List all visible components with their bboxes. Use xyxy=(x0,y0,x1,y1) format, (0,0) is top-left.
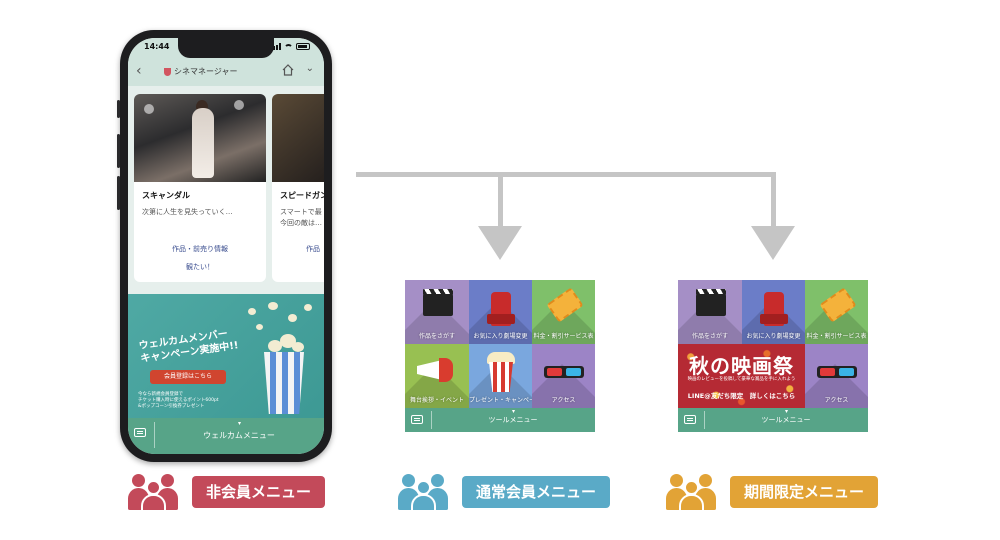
caret-down-icon: ▾ xyxy=(785,408,789,415)
keyboard-icon[interactable] xyxy=(134,428,146,437)
movie-poster-image xyxy=(134,94,266,182)
popcorn-icon xyxy=(264,352,304,414)
connector-horizontal xyxy=(356,172,776,177)
non-member-menu-label: 非会員メニュー xyxy=(192,476,326,508)
chevron-down-icon[interactable]: ⌄ xyxy=(305,63,314,74)
autumn-leaves-decoration xyxy=(678,344,805,408)
wifi-icon xyxy=(284,43,293,50)
users-group-icon xyxy=(128,472,180,512)
movie-description: 次第に人生を見失っていく… xyxy=(142,208,233,216)
home-icon[interactable] xyxy=(282,64,294,76)
movie-title: スピードガン xyxy=(280,191,324,200)
register-button[interactable]: 会員登録はこちら xyxy=(150,370,226,384)
menu-cell-pricing[interactable]: 料金・割引サービス表 xyxy=(805,280,868,344)
movie-card[interactable]: スキャンダル 次第に人生を見失っていく… 作品・前売り情報 観たい！ xyxy=(134,94,266,282)
autumn-film-festival-banner[interactable]: 秋の映画祭 映画のレビューを投稿して豪華な賞品を手に入れよう LINE@友だち限… xyxy=(678,344,805,408)
arrow-down-icon xyxy=(751,226,795,260)
festival-title: 秋の映画祭 xyxy=(689,354,794,378)
keyboard-icon[interactable] xyxy=(411,415,423,424)
cell-label: プレゼント・キャンペーン xyxy=(469,397,532,404)
phone-side-button xyxy=(117,100,120,118)
megaphone-icon xyxy=(417,360,443,380)
cell-label: 舞台挨拶・イベント xyxy=(409,397,464,404)
movie-carousel: スキャンダル 次第に人生を見失っていく… 作品・前売り情報 観たい！ スピードガ… xyxy=(134,94,324,284)
rich-menu-bar[interactable]: ▾ ウェルカムメニュー xyxy=(128,418,324,454)
back-chevron-icon[interactable]: ‹ xyxy=(136,63,142,79)
chat-title-text: シネマネージャー xyxy=(174,67,238,76)
chat-title: シネマネージャー xyxy=(164,66,237,77)
phone-notch xyxy=(178,38,274,58)
festival-subtitle: 映画のレビューを投稿して豪華な賞品を手に入れよう xyxy=(687,377,796,382)
want-to-watch-link[interactable]: 観たい！ xyxy=(186,263,214,271)
cell-label: お気に入り劇場変更 xyxy=(473,333,528,340)
festival-details-link[interactable]: LINE@友だち限定 詳しくはこちら xyxy=(687,392,796,400)
movie-card[interactable]: スピードガン スマートで最今回の敵は… 作品 xyxy=(272,94,324,282)
line-chat-header: ‹ シネマネージャー ⌄ xyxy=(128,58,324,86)
clapperboard-icon xyxy=(696,289,726,295)
menu-cell-pricing[interactable]: 料金・割引サービス表 xyxy=(532,280,595,344)
rich-menu-bar[interactable]: ▾ ツールメニュー xyxy=(405,408,595,432)
limited-time-menu-label: 期間限定メニュー xyxy=(730,476,879,508)
menu-bar-label[interactable]: ツールメニュー xyxy=(761,416,811,424)
menu-cell-favorite-theater[interactable]: お気に入り劇場変更 xyxy=(742,280,805,344)
movie-title: スキャンダル xyxy=(142,191,190,200)
movie-description: スマートで最今回の敵は… xyxy=(280,208,322,227)
phone-screen: 14:44 ‹ シネマネージャー ⌄ スキャンダル 次第に人生を見失 xyxy=(128,38,324,454)
smartphone-mockup: 14:44 ‹ シネマネージャー ⌄ スキャンダル 次第に人生を見失 xyxy=(117,30,332,462)
cell-label: 作品をさがす xyxy=(418,333,455,340)
cell-label: 料金・割引サービス表 xyxy=(533,333,594,340)
menu-cell-access[interactable]: アクセス xyxy=(532,344,595,408)
regular-member-rich-menu: 作品をさがす お気に入り劇場変更 料金・割引サービス表 舞台挨拶・イベント プレ… xyxy=(405,280,595,432)
cell-label: 作品をさがす xyxy=(691,333,728,340)
banner-title: ウェルカムメンバーキャンペーン実施中!! xyxy=(138,328,240,365)
welcome-campaign-banner[interactable]: ウェルカムメンバーキャンペーン実施中!! 会員登録はこちら 今なら新規会員登録で… xyxy=(128,294,324,418)
keyboard-icon[interactable] xyxy=(684,415,696,424)
menu-cell-search[interactable]: 作品をさがす xyxy=(405,280,469,344)
movie-info-link[interactable]: 作品 xyxy=(306,245,320,253)
status-time: 14:44 xyxy=(144,42,170,51)
clapperboard-icon xyxy=(423,289,453,295)
caret-down-icon: ▾ xyxy=(512,408,516,415)
rich-menu-bar[interactable]: ▾ ツールメニュー xyxy=(678,408,868,432)
caret-down-icon: ▾ xyxy=(238,420,242,427)
phone-volume-down xyxy=(117,176,120,210)
menu-bar-label[interactable]: ウェルカムメニュー xyxy=(203,431,275,440)
phone-volume-up xyxy=(117,134,120,168)
menu-bar-label[interactable]: ツールメニュー xyxy=(488,416,538,424)
users-group-icon xyxy=(666,472,718,512)
banner-fine-print: 今なら新規会員登録でチケット購入時に使えるポイント600pt&ポップコーン引換券… xyxy=(138,392,219,409)
movie-info-link[interactable]: 作品・前売り情報 xyxy=(172,245,228,253)
battery-icon xyxy=(296,43,310,50)
menu-cell-events[interactable]: 舞台挨拶・イベント xyxy=(405,344,469,408)
cell-label: アクセス xyxy=(551,397,576,404)
users-group-icon xyxy=(398,472,450,512)
regular-member-menu-label: 通常会員メニュー xyxy=(462,476,611,508)
cell-label: お気に入り劇場変更 xyxy=(746,333,801,340)
limited-time-rich-menu: 作品をさがす お気に入り劇場変更 料金・割引サービス表 アクセス 秋の映画祭 映… xyxy=(678,280,868,432)
connector-to-regular xyxy=(498,172,503,226)
arrow-down-icon xyxy=(478,226,522,260)
status-icons xyxy=(270,43,310,50)
official-shield-icon xyxy=(164,67,171,76)
menu-cell-search[interactable]: 作品をさがす xyxy=(678,280,742,344)
menu-cell-access[interactable]: アクセス xyxy=(805,344,868,408)
connector-to-limited xyxy=(771,172,776,226)
cell-label: 料金・割引サービス表 xyxy=(806,333,867,340)
movie-poster-image xyxy=(272,94,324,182)
cell-label: アクセス xyxy=(824,397,849,404)
menu-cell-campaign[interactable]: プレゼント・キャンペーン xyxy=(469,344,532,408)
popcorn-icon xyxy=(489,362,513,392)
menu-cell-favorite-theater[interactable]: お気に入り劇場変更 xyxy=(469,280,532,344)
